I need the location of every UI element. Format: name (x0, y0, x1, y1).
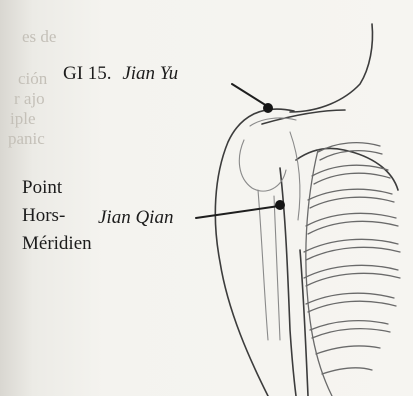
extra-point-line-1: Point (22, 177, 63, 198)
jian-yu-point[interactable] (263, 103, 273, 113)
extra-point-line-2: Hors- (22, 205, 65, 226)
gi15-code: GI 15. (63, 63, 112, 84)
ghost-line-4: iple (10, 109, 36, 128)
ghost-line-1: es de (22, 27, 56, 46)
ghost-line-3: r ajo (14, 89, 45, 108)
jian-qian-name: Jian Qian (98, 207, 173, 228)
ghost-line-5: panic (8, 129, 45, 148)
gi15-name: Jian Yu (122, 63, 178, 84)
ghost-line-2: ción (18, 69, 48, 88)
extra-point-line-3: Méridien (22, 233, 92, 254)
jian-qian-point[interactable] (275, 200, 285, 210)
